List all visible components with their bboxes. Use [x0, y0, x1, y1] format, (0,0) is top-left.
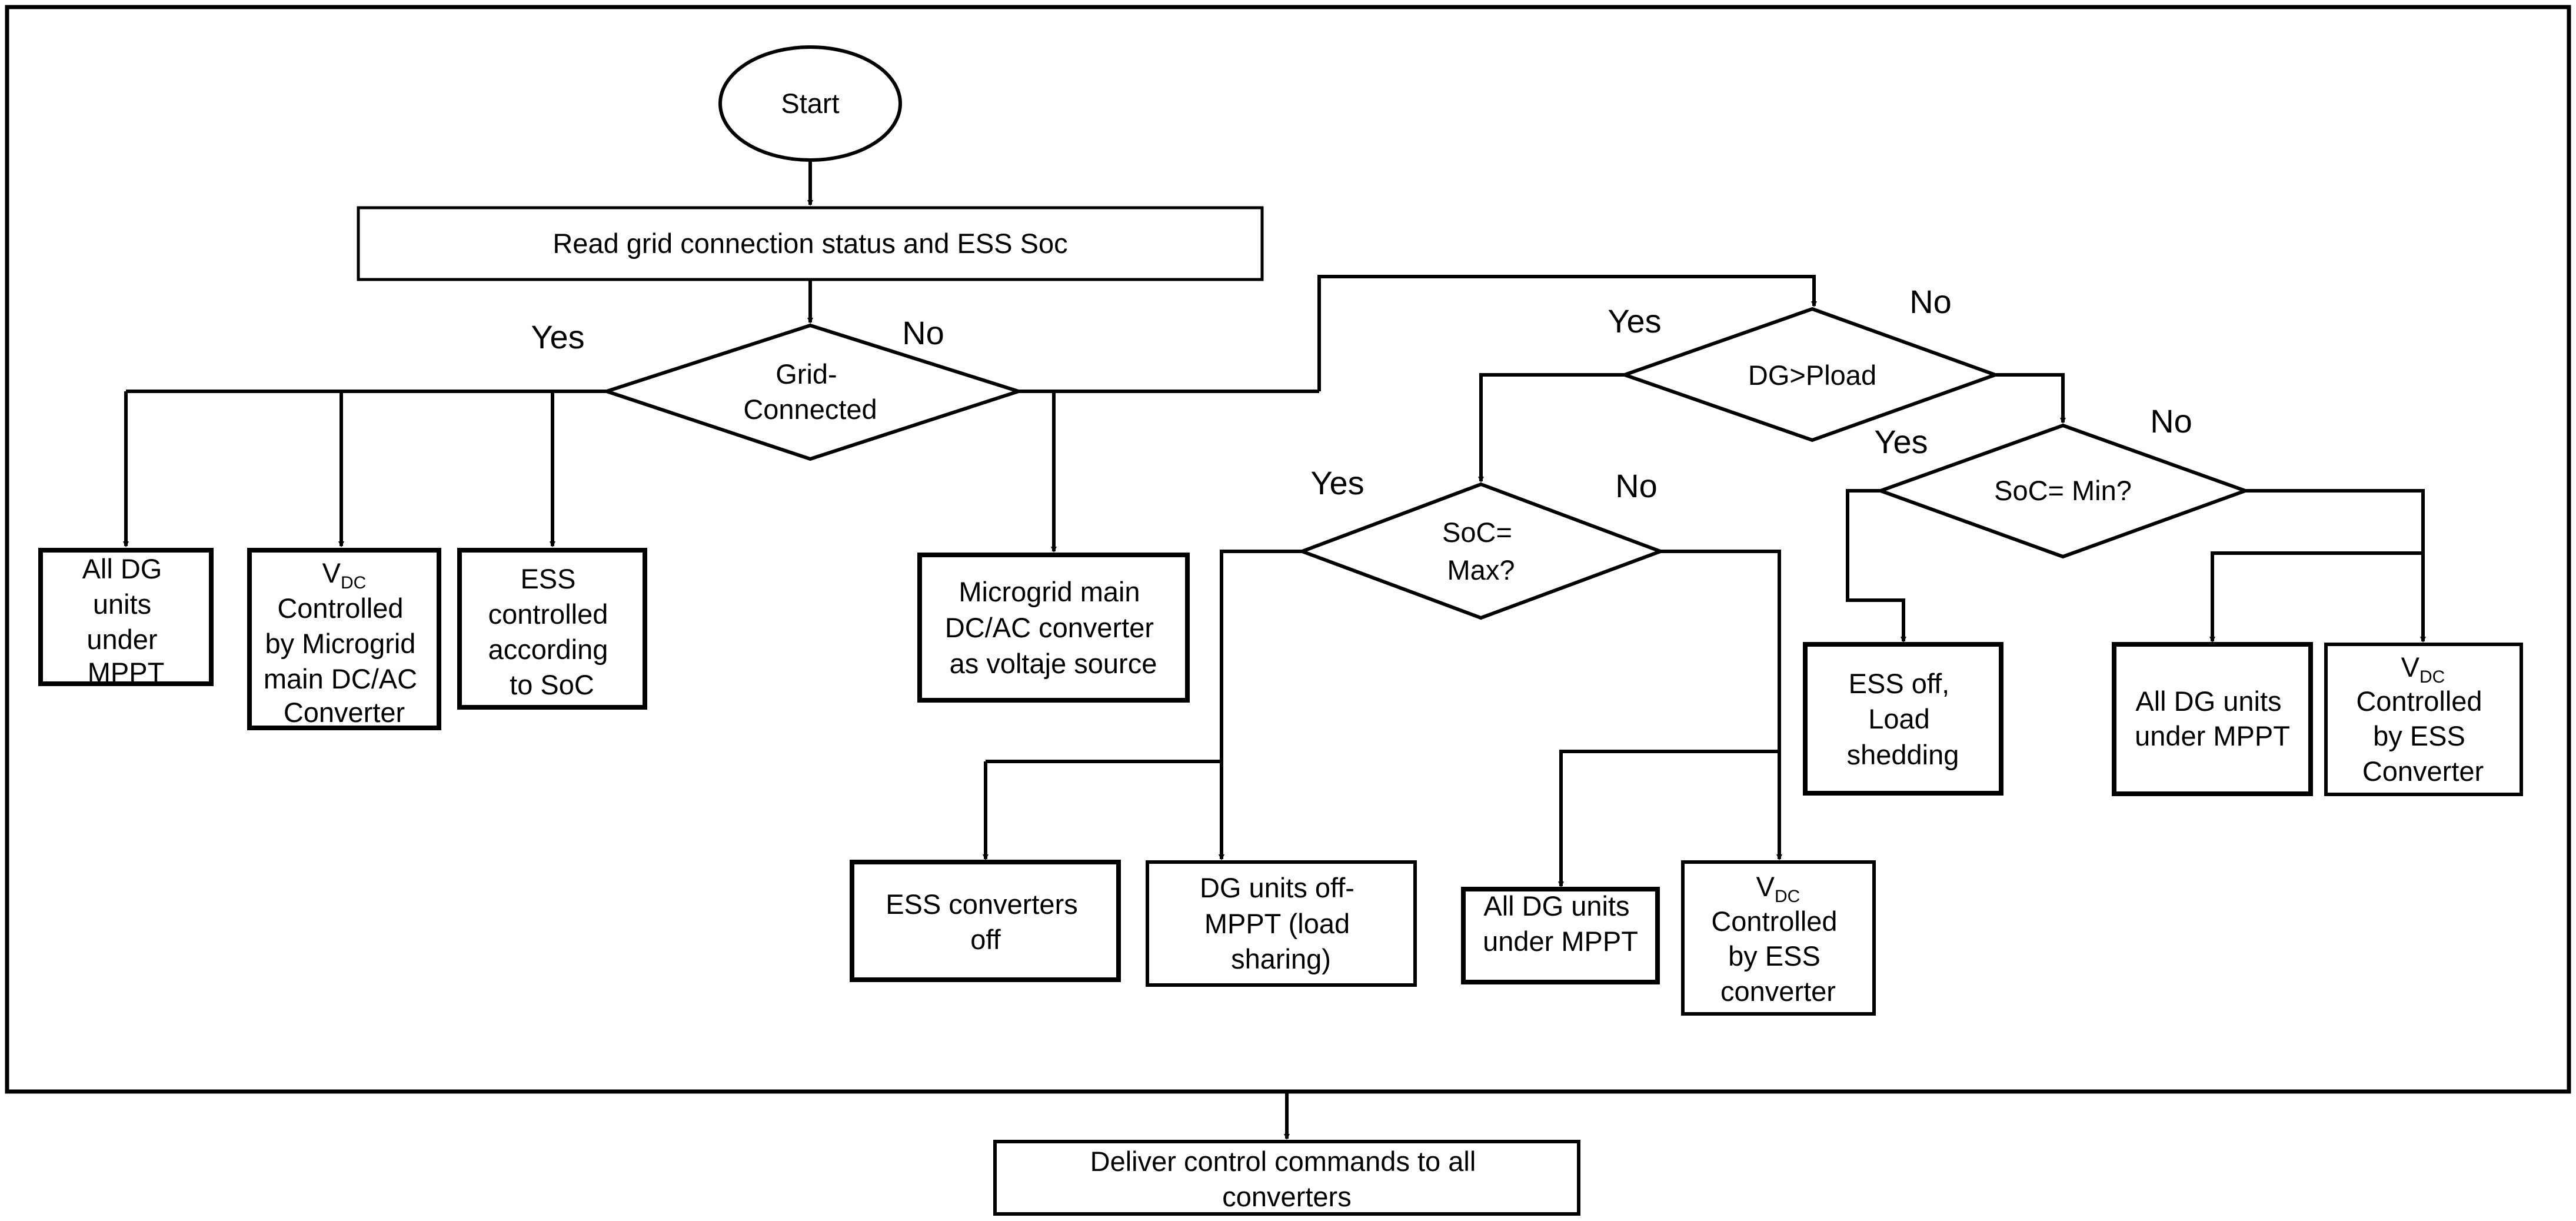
vdc-ess-converter-vdc-label: VDC: [1756, 871, 1800, 906]
connectors: [123, 160, 2426, 1140]
ess-according-soc-label: ESS controlled according to SoC: [488, 563, 616, 700]
vdc-ess-converter-box: [1681, 860, 1876, 1016]
ess-off-load-shedding-label: ESS off, Load shedding: [1847, 668, 1959, 770]
dg-yes-label: Yes: [1607, 302, 1661, 340]
edge-max-yes: [1220, 550, 1302, 761]
all-dg-mppt-max-label: All DG units under MPPT: [1483, 890, 1638, 957]
vdc-microgrid-vdc-label: VDC: [322, 557, 367, 593]
all-dg-mppt-grid-box: [38, 548, 214, 686]
ess-off-load-shedding-box: [1803, 642, 2003, 796]
all-dg-mppt-max-box: [1461, 887, 1660, 984]
edge-min-no: [2245, 489, 2426, 643]
dg-no-label: No: [1909, 283, 1952, 320]
dg-off-mppt-label: DG units off- MPPT (load sharing): [1200, 872, 1362, 974]
ess-converters-off-box: [850, 860, 1121, 982]
start-terminal: [718, 45, 902, 162]
grid-connected-decision: [601, 323, 1024, 461]
grid-connected-label: Grid- Connected: [743, 358, 877, 425]
start-label: Start: [781, 88, 839, 119]
edge-min-yes: [1846, 489, 1906, 643]
ess-according-soc-box: [457, 548, 647, 710]
edge-dg-yes-soc-max: [1478, 373, 1625, 483]
all-dg-mppt-min-label: All DG units under MPPT: [2135, 686, 2290, 751]
vdc-microgrid-box: [247, 548, 441, 730]
edge-min-no-all-dg: [2209, 551, 2423, 643]
dg-pload-decision: [1619, 307, 2001, 443]
read-status-label: Read grid connection status and ESS Soc: [553, 228, 1067, 259]
all-dg-mppt-min-box: [2112, 642, 2313, 796]
read-status-box: [357, 206, 1264, 281]
vdc-microgrid-label: Controlled by Microgrid main DC/AC Conve…: [264, 593, 425, 728]
edge-grid-no-dg-pload: [1317, 275, 1817, 391]
vdc-ess-converter-min-box: [2324, 643, 2523, 796]
all-dg-mppt-grid-label: All DG units under MPPT: [82, 553, 170, 688]
edge-max-no-all-dg: [1558, 750, 1779, 887]
soc-max-label: SoC= Max?: [1442, 517, 1520, 585]
edge-dg-no-soc-min: [1995, 373, 2066, 424]
deliver-commands-label: Deliver control commands to all converte…: [1090, 1146, 1484, 1212]
max-no-label: No: [1615, 467, 1658, 504]
microgrid-voltage-source-label: Microgrid main DC/AC converter as voltaj…: [945, 576, 1161, 679]
dg-pload-label: DG>Pload: [1748, 360, 1876, 391]
microgrid-voltage-source-box: [917, 553, 1190, 703]
grid-yes-label: Yes: [531, 318, 584, 355]
soc-max-decision: [1297, 482, 1666, 620]
soc-min-label: SoC= Min?: [1994, 475, 2132, 506]
min-yes-label: Yes: [1874, 423, 1928, 460]
grid-no-label: No: [902, 314, 944, 351]
ess-converters-off-label: ESS converters off: [886, 889, 1086, 955]
vdc-ess-converter-min-label: Controlled by ESS Converter: [2356, 686, 2490, 787]
soc-min-decision: [1875, 423, 2251, 559]
min-no-label: No: [2150, 402, 2192, 440]
vdc-ess-converter-min-vdc-label: VDC: [2401, 651, 2445, 687]
max-yes-label: Yes: [1310, 464, 1364, 501]
dg-off-mppt-box: [1146, 860, 1417, 987]
deliver-commands-box: [993, 1140, 1580, 1216]
vdc-ess-converter-label: Controlled by ESS converter: [1711, 906, 1845, 1007]
edge-max-no: [1660, 550, 1782, 860]
